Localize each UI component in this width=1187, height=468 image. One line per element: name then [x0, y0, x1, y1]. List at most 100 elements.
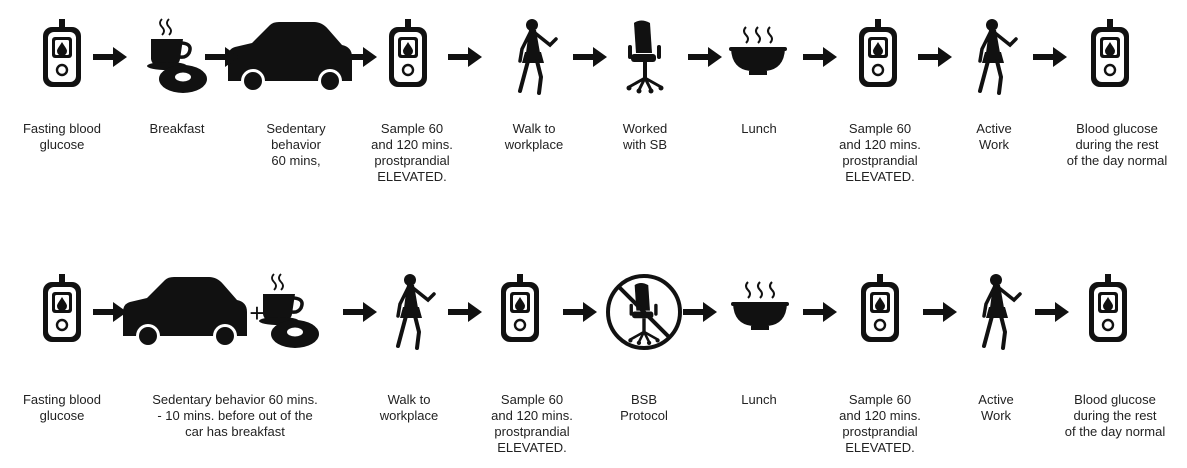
step-caption: Sedentary behavior 60 mins.- 10 mins. be…: [135, 392, 335, 440]
hot-meal-bowl-icon: [728, 26, 788, 76]
caption-line: Active: [978, 392, 1014, 407]
glucose-meter-icon: [857, 17, 899, 89]
caption-line: Sedentary behavior 60 mins.: [152, 392, 318, 407]
caption-line: Sample 60: [848, 392, 912, 407]
caption-line: prostprandial: [374, 153, 450, 168]
caption-line: workplace: [379, 408, 439, 423]
caption-line: Blood glucose: [1076, 121, 1158, 136]
step-caption: Lunch: [689, 121, 829, 137]
caption-line: Breakfast: [149, 121, 205, 136]
glucose-meter-icon: [859, 272, 901, 344]
plus-sign-icon: +: [249, 298, 264, 328]
arrow-icon: [343, 302, 377, 322]
arrow-icon: [803, 302, 837, 322]
flow-row-2: +: [41, 272, 1129, 350]
caption-line: Sample 60: [848, 121, 912, 136]
glucose-meter-icon: [41, 272, 83, 344]
caption-line: with SB: [622, 137, 668, 152]
walking-woman-icon: [396, 272, 436, 350]
car-icon: [228, 22, 352, 93]
arrow-icon: [1033, 47, 1067, 67]
arrow-icon: [93, 47, 127, 67]
glucose-meter-icon: [1089, 17, 1131, 89]
arrow-icon: [93, 302, 127, 322]
no-chair-icon: [606, 274, 682, 350]
caption-line: and 120 mins.: [839, 137, 921, 152]
caption-line: prostprandial: [842, 424, 918, 439]
arrow-icon: [563, 302, 597, 322]
caption-line: ELEVATED.: [845, 169, 915, 184]
arrow-icon: [923, 302, 957, 322]
arrow-icon: [688, 47, 722, 67]
caption-line: of the day normal: [1066, 153, 1168, 168]
caption-line: ELEVATED.: [497, 440, 567, 455]
caption-line: Sample 60: [500, 392, 564, 407]
walking-woman-icon: [518, 17, 558, 95]
caption-line: Sample 60: [380, 121, 444, 136]
caption-line: glucose: [39, 408, 85, 423]
caption-line: and 120 mins.: [491, 408, 573, 423]
caption-line: Blood glucose: [1074, 392, 1156, 407]
caption-line: ELEVATED.: [845, 440, 915, 455]
caption-line: prostprandial: [842, 153, 918, 168]
caption-line: Fasting blood: [22, 392, 102, 407]
caption-line: Protocol: [620, 408, 668, 423]
caption-line: prostprandial: [494, 424, 570, 439]
caption-line: Work: [980, 408, 1012, 423]
caption-line: Worked: [622, 121, 668, 136]
glucose-meter-icon: [499, 272, 541, 344]
caption-line: Lunch: [741, 121, 777, 136]
arrow-icon: [573, 47, 607, 67]
step-caption: Breakfast: [107, 121, 247, 137]
hot-meal-bowl-icon: [730, 281, 790, 331]
caption-line: workplace: [504, 137, 564, 152]
car-icon: [123, 277, 247, 348]
arrow-icon: [1035, 302, 1069, 322]
flow-row-1: [41, 17, 1131, 95]
caption-line: Sedentary: [266, 121, 326, 136]
office-chair-icon: [625, 19, 665, 95]
arrow-icon: [918, 47, 952, 67]
breakfast-icon: [145, 17, 209, 95]
walking-woman-icon: [982, 272, 1022, 350]
caption-line: 60 mins,: [271, 153, 321, 168]
arrow-icon: [448, 47, 482, 67]
caption-line: behavior: [271, 137, 321, 152]
caption-line: Walk to: [512, 121, 556, 136]
caption-line: BSB: [630, 392, 657, 407]
walking-woman-icon: [978, 17, 1018, 95]
breakfast-icon: [257, 272, 321, 350]
caption-line: during the rest: [1073, 408, 1157, 423]
arrow-icon: [803, 47, 837, 67]
glucose-meter-icon: [387, 17, 429, 89]
glucose-meter-icon: [1087, 272, 1129, 344]
step-caption: Lunch: [689, 392, 829, 408]
caption-line: Active: [976, 121, 1012, 136]
caption-line: of the day normal: [1064, 424, 1166, 439]
arrow-icon: [683, 302, 717, 322]
caption-line: Walk to: [387, 392, 431, 407]
caption-line: ELEVATED.: [377, 169, 447, 184]
caption-line: glucose: [39, 137, 85, 152]
caption-line: car has breakfast: [185, 424, 285, 439]
caption-line: and 120 mins.: [839, 408, 921, 423]
caption-line: Fasting blood: [22, 121, 102, 136]
caption-line: and 120 mins.: [371, 137, 453, 152]
glucose-meter-icon: [41, 17, 83, 89]
